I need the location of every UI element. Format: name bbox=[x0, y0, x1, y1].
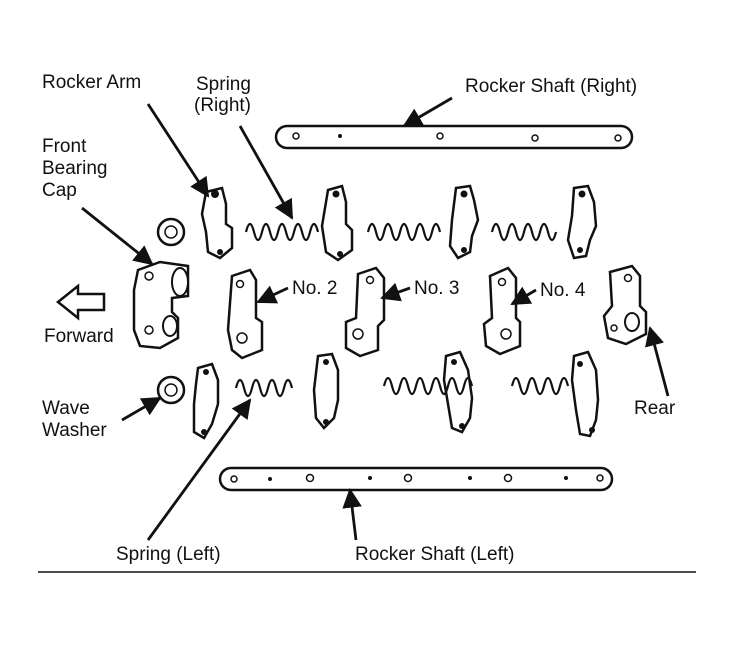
spring-bottom-3 bbox=[510, 376, 570, 396]
spring-bottom-2 bbox=[382, 376, 474, 396]
spring-top-1 bbox=[244, 222, 320, 242]
leader-front-bearing-cap bbox=[81, 206, 154, 266]
spring-top-3 bbox=[490, 222, 558, 242]
label-spring-right-line2: (Right) bbox=[194, 95, 252, 116]
rocker-shaft-right bbox=[274, 124, 634, 150]
wave-washer-bottom bbox=[156, 375, 186, 405]
spring-top-2 bbox=[366, 222, 442, 242]
leader-no3 bbox=[380, 282, 411, 302]
label-rocker-shaft-right: Rocker Shaft (Right) bbox=[465, 76, 638, 97]
label-front-line1: Front bbox=[42, 136, 87, 157]
bearing-cap-no4 bbox=[482, 266, 522, 356]
springs bbox=[234, 222, 570, 398]
rocker-arm-top-1 bbox=[200, 186, 234, 260]
leader-wave-washer bbox=[121, 396, 162, 422]
label-front-line2: Bearing bbox=[42, 158, 108, 179]
label-wave-line2: Washer bbox=[42, 420, 107, 441]
spring-bottom-1 bbox=[234, 378, 294, 398]
label-spring-right-line1: Spring bbox=[196, 74, 251, 95]
bearing-cap-rear bbox=[602, 264, 648, 346]
leader-no4 bbox=[510, 286, 537, 306]
leader-spring-right bbox=[238, 125, 294, 220]
rocker-shaft-left bbox=[218, 466, 614, 492]
rocker-arm-bottom-1 bbox=[192, 362, 220, 440]
leader-no2 bbox=[256, 285, 289, 304]
leader-rocker-arm bbox=[146, 103, 210, 198]
leader-arrows bbox=[81, 96, 670, 541]
label-rocker-shaft-left: Rocker Shaft (Left) bbox=[355, 544, 515, 565]
leader-spring-left bbox=[146, 398, 252, 541]
wave-washer-top bbox=[156, 217, 186, 247]
leader-rear bbox=[645, 326, 670, 397]
forward-arrow-icon bbox=[55, 283, 106, 321]
rocker-arm-top-3 bbox=[448, 184, 480, 260]
bearing-cap-no2 bbox=[226, 268, 264, 360]
label-wave-line1: Wave bbox=[42, 398, 90, 419]
label-no3: No. 3 bbox=[414, 278, 460, 299]
rocker-arm-bottom-2 bbox=[312, 352, 340, 430]
label-front-line3: Cap bbox=[42, 180, 77, 201]
front-bearing-cap bbox=[132, 260, 190, 350]
rocker-arm-top-4 bbox=[566, 184, 598, 260]
label-no4: No. 4 bbox=[540, 280, 586, 301]
label-no2: No. 2 bbox=[292, 278, 338, 299]
label-rocker-arm: Rocker Arm bbox=[42, 72, 142, 93]
rocker-arm-bottom-4 bbox=[570, 350, 600, 438]
leader-rocker-shaft-right bbox=[402, 96, 453, 128]
rocker-arm-top-2 bbox=[320, 184, 354, 262]
label-rear: Rear bbox=[634, 398, 676, 419]
label-forward: Forward bbox=[44, 326, 114, 347]
leader-rocker-shaft-left bbox=[342, 488, 362, 541]
label-spring-left: Spring (Left) bbox=[116, 544, 221, 565]
bearing-cap-no3 bbox=[344, 266, 386, 358]
